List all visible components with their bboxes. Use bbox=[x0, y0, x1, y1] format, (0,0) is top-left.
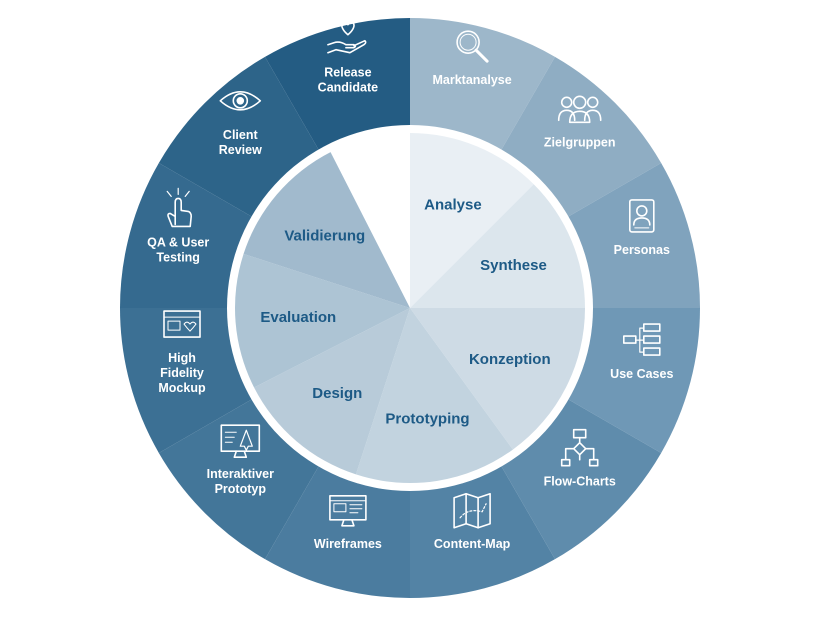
prototype-screen-icon bbox=[220, 424, 261, 459]
inner-segment-label: Evaluation bbox=[260, 309, 336, 326]
inner-segment-shape bbox=[235, 253, 410, 388]
outer-label-line: Interaktiver bbox=[207, 467, 275, 481]
inner-segment-prototyping: Prototyping bbox=[355, 308, 513, 483]
outer-label-line: Mockup bbox=[158, 381, 206, 395]
outer-label-line: Personas bbox=[614, 243, 670, 257]
inner-segment-analyse: Analyse bbox=[410, 133, 534, 308]
inner-segment-label: Prototyping bbox=[385, 411, 469, 428]
outer-label-line: Marktanalyse bbox=[432, 73, 511, 87]
outer-label-line: Prototyp bbox=[215, 482, 267, 496]
inner-segment-label: Konzeption bbox=[469, 351, 551, 368]
inner-segment-evaluation: Evaluation bbox=[235, 253, 410, 388]
inner-segment-label: Synthese bbox=[480, 257, 547, 274]
magnifier-icon bbox=[456, 30, 489, 63]
wireframe-screen-icon bbox=[329, 494, 367, 527]
outer-segment-label: Wireframes bbox=[314, 537, 382, 551]
inner-segment-validierung: Validierung bbox=[243, 152, 410, 308]
inner-segment-shape bbox=[355, 308, 513, 483]
user-group-icon bbox=[557, 95, 602, 124]
outer-label-line: Flow-Charts bbox=[544, 475, 616, 489]
inner-segment-design: Design bbox=[254, 308, 410, 475]
outer-label-line: Testing bbox=[156, 250, 200, 264]
inner-segment-label: Analyse bbox=[424, 197, 482, 214]
outer-segment-label: Flow-Charts bbox=[544, 475, 616, 489]
heart-hand-icon bbox=[327, 21, 367, 54]
outer-label-line: High bbox=[168, 351, 196, 365]
tap-hand-icon bbox=[166, 187, 192, 228]
inner-segment-shape bbox=[254, 308, 410, 475]
inner-segment-label: Validierung bbox=[284, 227, 365, 244]
outer-segment-label: Zielgruppen bbox=[544, 135, 616, 149]
eye-icon bbox=[219, 91, 262, 111]
outer-label-line: Client bbox=[223, 128, 259, 142]
outer-label-line: Zielgruppen bbox=[544, 135, 616, 149]
outer-label-line: Use Cases bbox=[610, 367, 673, 381]
outer-label-line: Fidelity bbox=[160, 366, 204, 380]
outer-label-line: Review bbox=[219, 143, 262, 157]
inner-segment-synthese: Synthese bbox=[410, 184, 585, 308]
outer-label-line: QA & User bbox=[147, 235, 209, 249]
outer-segment-label: Personas bbox=[614, 243, 670, 257]
outer-segment-label: Use Cases bbox=[610, 367, 673, 381]
outer-label-line: Release bbox=[324, 66, 371, 80]
outer-segment-label: Content-Map bbox=[434, 537, 511, 551]
inner-segment-shape bbox=[243, 152, 410, 308]
inner-segment-shape bbox=[410, 184, 585, 308]
flowchart-icon bbox=[560, 428, 599, 467]
map-icon bbox=[453, 492, 491, 529]
inner-segment-shape bbox=[410, 133, 534, 308]
outer-label-line: Wireframes bbox=[314, 537, 382, 551]
outer-segment-label: Marktanalyse bbox=[432, 73, 511, 87]
outer-label-line: Content-Map bbox=[434, 537, 511, 551]
inner-segment-konzeption: Konzeption bbox=[410, 308, 585, 450]
mockup-window-icon bbox=[163, 310, 201, 338]
inner-segment-shape bbox=[410, 308, 585, 450]
outer-label-line: Candidate bbox=[318, 81, 378, 95]
persona-card-icon bbox=[628, 199, 655, 233]
use-case-diagram-icon bbox=[622, 323, 661, 356]
inner-segment-label: Design bbox=[312, 385, 362, 402]
